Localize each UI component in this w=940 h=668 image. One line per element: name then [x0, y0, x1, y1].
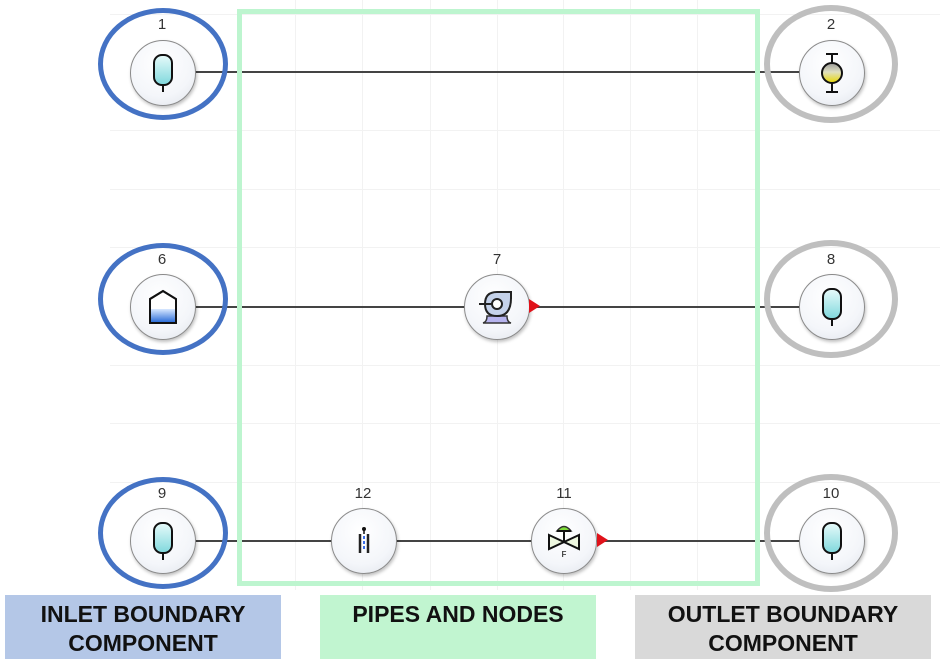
node-12[interactable] [331, 508, 397, 574]
diagram-canvas: 1 2 6 7 [98, 0, 940, 592]
legend-inlet-boundary: INLET BOUNDARY COMPONENT [5, 595, 281, 659]
legend-pipes-and-nodes: PIPES AND NODES [320, 595, 596, 659]
node-1[interactable] [130, 40, 196, 106]
reservoir-icon [153, 522, 173, 560]
instrument-icon [358, 527, 370, 553]
node-label-7: 7 [492, 251, 502, 268]
node-9[interactable] [130, 508, 196, 574]
flow-direction-arrow [597, 533, 608, 547]
legend-inlet-label: INLET BOUNDARY COMPONENT [40, 601, 246, 656]
grid-line [563, 0, 564, 590]
node-11[interactable]: F [531, 508, 597, 574]
node-8[interactable] [799, 274, 865, 340]
node-10[interactable] [799, 508, 865, 574]
inlet-ring-6 [98, 243, 228, 355]
flow-boundary-icon [821, 53, 843, 93]
grid-line [630, 0, 631, 590]
flow-control-valve-icon: F [548, 525, 580, 559]
legend-outlet-label: OUTLET BOUNDARY COMPONENT [667, 601, 899, 656]
flow-direction-arrow [529, 299, 540, 313]
reservoir-icon [153, 54, 173, 92]
grid-line [295, 0, 296, 590]
pipes-and-nodes-region [237, 9, 760, 586]
reservoir-icon [822, 522, 842, 560]
outlet-ring-10 [764, 474, 898, 592]
pipe-1-2[interactable] [195, 71, 800, 73]
node-6[interactable] [130, 274, 196, 340]
node-label-6: 6 [157, 251, 167, 268]
grid-line [110, 189, 940, 190]
grid-line [697, 0, 698, 590]
legend-outlet-boundary: OUTLET BOUNDARY COMPONENT [635, 595, 931, 659]
node-label-12: 12 [354, 485, 372, 502]
pump-icon [479, 291, 512, 324]
node-label-9: 9 [157, 485, 167, 502]
node-label-1: 1 [157, 16, 167, 33]
tank-icon [149, 289, 177, 324]
node-label-8: 8 [826, 251, 836, 268]
grid-line [430, 0, 431, 590]
node-label-2: 2 [826, 16, 836, 33]
grid-line [110, 247, 940, 248]
outlet-ring-2 [764, 5, 898, 123]
inlet-ring-1 [98, 8, 228, 120]
valve-sublabel: F [562, 550, 567, 559]
pipe-9-10[interactable] [195, 540, 800, 542]
node-label-11: 11 [556, 485, 572, 502]
reservoir-icon [822, 288, 842, 326]
grid-line [110, 130, 940, 131]
outlet-ring-8 [764, 240, 898, 358]
node-2[interactable] [799, 40, 865, 106]
legend-pipes-label: PIPES AND NODES [352, 601, 564, 627]
node-7[interactable] [464, 274, 530, 340]
node-label-10: 10 [822, 485, 840, 502]
grid-line [110, 14, 940, 15]
grid-line [110, 365, 940, 366]
inlet-ring-9 [98, 477, 228, 589]
grid-line [110, 482, 940, 483]
grid-line [362, 0, 363, 590]
grid-line [110, 423, 940, 424]
